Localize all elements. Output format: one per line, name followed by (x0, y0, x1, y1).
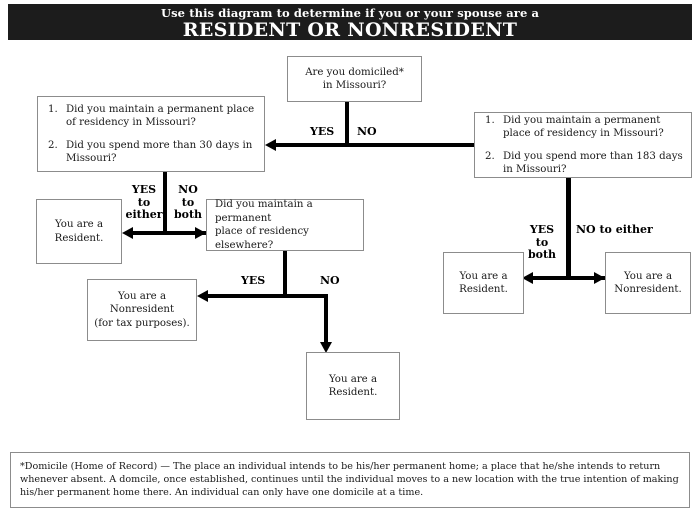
no-both-line2: to (181, 195, 195, 209)
yes-both-line3: both (527, 248, 557, 261)
bottom-resident-line2: Resident. (328, 387, 378, 398)
bottom-resident-line1: You are a (328, 373, 378, 385)
edge-label-yes-to-either: YES to either (121, 183, 167, 222)
footnote-domicile: *Domicile (Home of Record) — The place a… (10, 452, 690, 508)
yes-both-line1: YES (529, 223, 555, 236)
node-left-questions: 1. Did you maintain a permanent place of… (37, 96, 265, 172)
right-nonresident-line1: You are a (623, 270, 673, 282)
nonresident-tax-line1: You are a (117, 290, 167, 302)
domiciled-line1: Are you domiciled* (305, 66, 404, 78)
connector-elsewhere-no-corner (324, 294, 328, 342)
node-nonresident-tax-purposes: You are a Nonresident (for tax purposes)… (87, 279, 197, 341)
right-resident-line1: You are a (459, 270, 508, 282)
connector-right-stem (566, 178, 571, 278)
right-question-2-text: Did you spend more than 183 days in Miss… (503, 150, 683, 176)
right-nonresident-line2: Nonresident. (614, 284, 682, 295)
right-question-2: 2. Did you spend more than 183 days in M… (485, 150, 685, 177)
elsewhere-line2: place of residency elsewhere? (215, 226, 309, 251)
arrowhead-top-left (265, 138, 276, 151)
domiciled-line2: in Missouri? (322, 80, 387, 91)
right-question-2-number: 2. (485, 150, 495, 162)
arrowhead-left-to-elsewhere (195, 226, 206, 239)
yes-either-line1: YES (131, 183, 157, 196)
connector-elsewhere-stem (283, 251, 287, 296)
node-bottom-resident: You are a Resident. (306, 352, 400, 420)
arrowhead-to-nonresident-tax (197, 289, 208, 302)
yes-either-line3: either (125, 208, 163, 221)
left-question-2: 2. Did you spend more than 30 days in Mi… (48, 139, 258, 166)
left-question-1-number: 1. (48, 103, 58, 115)
edge-label-top-yes: YES (310, 125, 335, 138)
node-right-resident: You are a Resident. (443, 252, 524, 314)
arrowhead-to-bottom-resident (319, 342, 332, 353)
header-subtitle: Use this diagram to determine if you or … (160, 6, 540, 20)
edge-label-mid-no: NO (320, 274, 340, 287)
right-resident-line2: Resident. (459, 284, 508, 295)
left-question-1: 1. Did you maintain a permanent place of… (48, 103, 258, 130)
no-both-line3: both (173, 208, 203, 221)
left-question-1-text: Did you maintain a permanent place of re… (66, 103, 255, 129)
connector-domiciled-stem (345, 102, 349, 145)
left-resident-line2: Resident. (54, 232, 104, 244)
right-question-1: 1. Did you maintain a permanent place of… (485, 114, 685, 141)
yes-both-line2: to (535, 235, 549, 249)
connector-elsewhere-yes-arm (208, 294, 328, 298)
right-question-1-text: Did you maintain a permanent place of re… (503, 114, 664, 140)
no-both-line1: NO (178, 183, 198, 196)
edge-label-yes-to-both: YES to both (520, 223, 564, 262)
connector-right-split-bar (533, 276, 605, 280)
connector-left-stem (163, 172, 167, 233)
arrowhead-right-to-nonresident (594, 271, 605, 284)
left-question-2-text: Did you spend more than 30 days in Misso… (66, 139, 253, 165)
nonresident-tax-line3: (for tax purposes). (94, 317, 190, 329)
connector-left-split-bar (133, 231, 206, 235)
right-question-1-number: 1. (485, 114, 495, 126)
node-are-you-domiciled: Are you domiciled* in Missouri? (287, 56, 422, 102)
left-resident-line1: You are a (54, 219, 104, 230)
node-right-nonresident: You are a Nonresident. (605, 252, 691, 314)
elsewhere-line1: Did you maintain a permanent (215, 199, 313, 224)
edge-label-no-to-either: NO to either (576, 223, 653, 236)
header-title: RESIDENT OR NONRESIDENT (182, 19, 518, 41)
edge-label-top-no: NO (357, 125, 377, 138)
edge-label-no-to-both: NO to both (168, 183, 208, 222)
nonresident-tax-line2: Nonresident (109, 304, 175, 316)
edge-label-mid-yes: YES (241, 274, 266, 287)
node-residency-elsewhere: Did you maintain a permanent place of re… (206, 199, 364, 251)
header-banner: Use this diagram to determine if you or … (8, 4, 692, 41)
node-left-resident: You are a Resident. (36, 199, 122, 264)
node-right-questions: 1. Did you maintain a permanent place of… (474, 112, 692, 178)
yes-either-line2: to (137, 195, 151, 209)
left-question-2-number: 2. (48, 139, 58, 151)
arrowhead-left-to-resident (122, 226, 133, 239)
arrowhead-right-to-resident (522, 271, 533, 284)
